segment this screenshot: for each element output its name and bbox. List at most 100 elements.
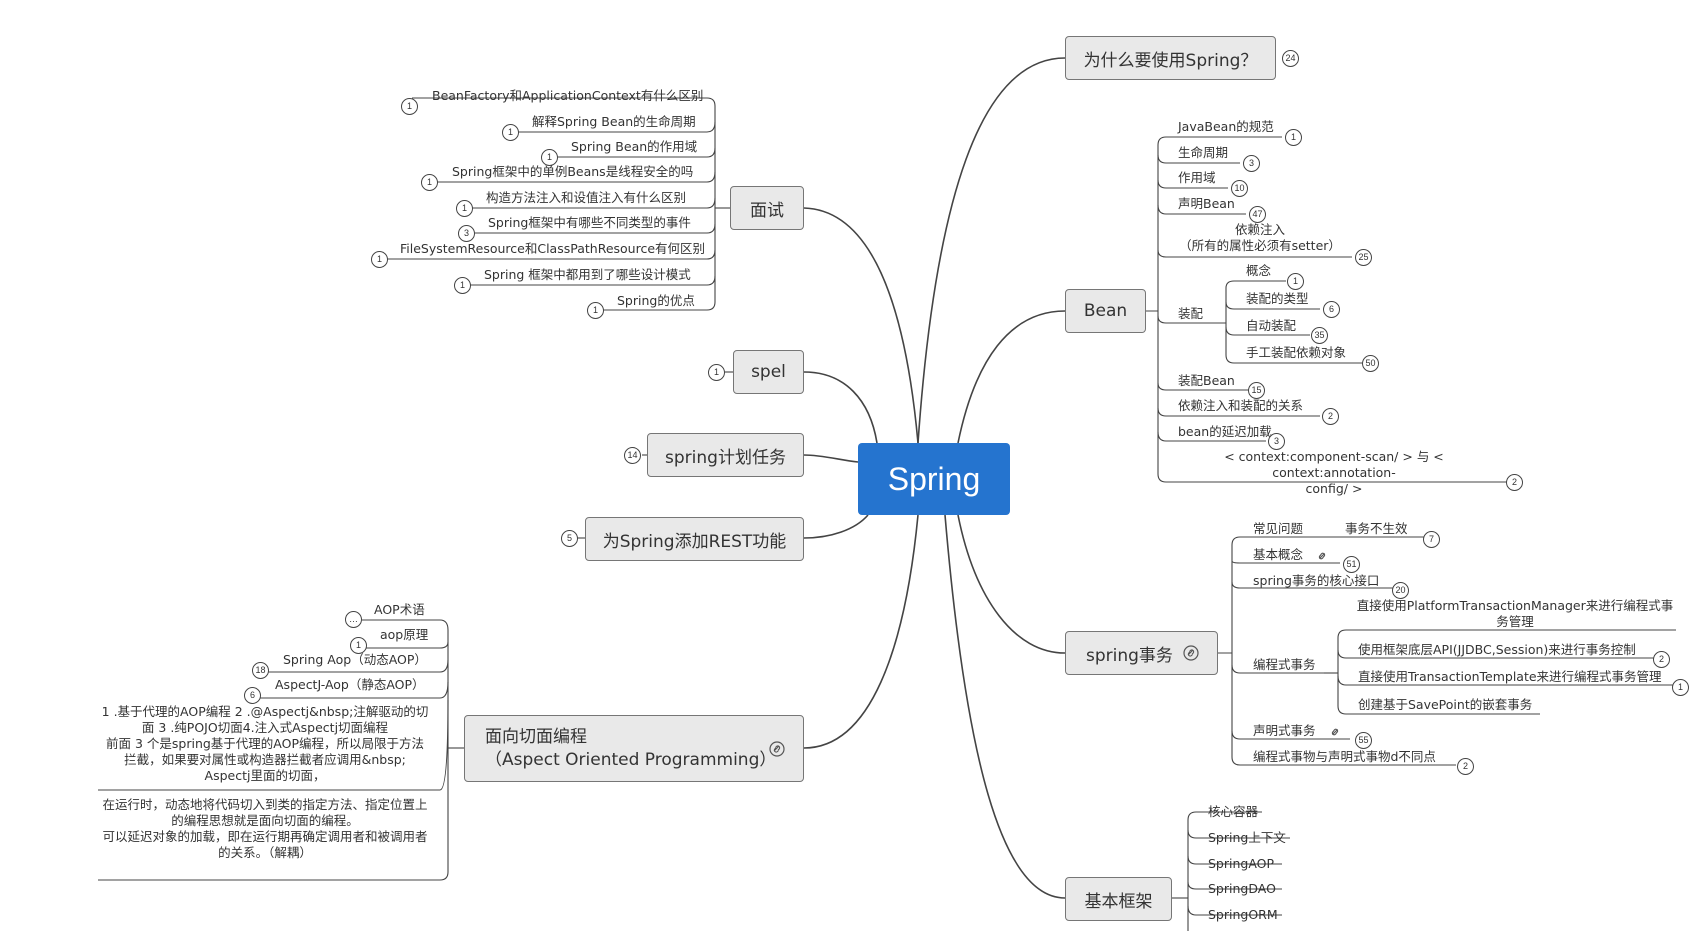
topic-bean[interactable]: Bean <box>1065 289 1146 333</box>
aop-item-principle-count[interactable]: 1 <box>350 637 367 654</box>
interview-item-5-count[interactable]: 1 <box>456 200 473 217</box>
bean-item-lifecycle-count[interactable]: 3 <box>1243 155 1260 172</box>
tx-item-difference[interactable]: 编程式事物与声明式事物d不同点 <box>1253 749 1436 764</box>
aop-item-principle[interactable]: aop原理 <box>380 627 429 642</box>
topic-aop[interactable]: 面向切面编程 （Aspect Oriented Programming） <box>464 715 804 782</box>
aop-item-spring-aop[interactable]: Spring Aop（动态AOP） <box>283 652 427 667</box>
wiring-item-manual[interactable]: 手工装配依赖对象 <box>1246 345 1347 360</box>
topic-why-spring[interactable]: 为什么要使用Spring？ <box>1065 36 1276 80</box>
prog-item-savepoint[interactable]: 创建基于SavePoint的嵌套事务 <box>1358 697 1533 712</box>
topic-framework[interactable]: 基本框架 <box>1065 877 1172 921</box>
prog-item-low-level-api[interactable]: 使用框架底层API(JJDBC,Session)来进行事务控制 <box>1358 642 1636 657</box>
link-icon[interactable] <box>769 741 785 762</box>
topic-rest-count-badge[interactable]: 5 <box>561 530 578 547</box>
interview-item-7-count[interactable]: 1 <box>371 251 388 268</box>
link-icon[interactable] <box>1328 724 1342 743</box>
aop-note-definition[interactable]: 在运行时，动态地将代码切入到类的指定方法、指定位置上的编程思想就是面向切面的编程… <box>102 797 428 860</box>
prog-item-low-level-api-count[interactable]: 2 <box>1653 651 1670 668</box>
interview-item-2-count[interactable]: 1 <box>502 124 519 141</box>
tx-item-difference-count[interactable]: 2 <box>1457 758 1474 775</box>
link-icon[interactable] <box>1315 548 1329 567</box>
framework-item-context[interactable]: Spring上下文 <box>1208 830 1286 845</box>
wiring-item-auto[interactable]: 自动装配 <box>1246 318 1297 333</box>
central-topic-spring[interactable]: Spring <box>858 443 1010 515</box>
wiring-item-concept-count[interactable]: 1 <box>1287 273 1304 290</box>
wiring-item-types[interactable]: 装配的类型 <box>1246 291 1309 306</box>
aop-note-proxy[interactable]: 1 .基于代理的AOP编程 2 .@Aspectj&nbsp;注解驱动的切面 3… <box>101 704 429 783</box>
tx-item-concept-count[interactable]: 51 <box>1343 556 1360 573</box>
bean-item-wiring-bean-count[interactable]: 15 <box>1248 382 1265 399</box>
bean-item-component-scan-count[interactable]: 2 <box>1506 474 1523 491</box>
bean-item-declare[interactable]: 声明Bean <box>1178 196 1235 211</box>
aop-item-terms-count[interactable]: … <box>345 611 362 628</box>
framework-item-aop[interactable]: SpringAOP <box>1208 856 1275 871</box>
aop-item-spring-aop-count[interactable]: 18 <box>252 662 269 679</box>
prog-item-platform[interactable]: 直接使用PlatformTransactionManager来进行编程式事务管理 <box>1356 598 1674 629</box>
bean-item-scope[interactable]: 作用域 <box>1178 170 1216 185</box>
topic-rest[interactable]: 为Spring添加REST功能 <box>585 517 804 561</box>
interview-item-7[interactable]: FileSystemResource和ClassPathResource有何区别 <box>400 241 706 256</box>
bean-item-di-relation-count[interactable]: 2 <box>1322 408 1339 425</box>
framework-item-core-container[interactable]: 核心容器 <box>1208 804 1259 819</box>
link-icon[interactable] <box>1183 645 1199 661</box>
topic-interview[interactable]: 面试 <box>730 186 804 230</box>
interview-item-8-count[interactable]: 1 <box>454 277 471 294</box>
interview-item-1[interactable]: BeanFactory和ApplicationContext有什么区别 <box>432 88 704 103</box>
bean-item-di-relation[interactable]: 依赖注入和装配的关系 <box>1178 398 1304 413</box>
framework-item-dao[interactable]: SpringDAO <box>1208 881 1276 896</box>
interview-item-5[interactable]: 构造方法注入和设值注入有什么区别 <box>486 190 687 205</box>
topic-schedule[interactable]: spring计划任务 <box>647 433 804 477</box>
bean-item-di-count[interactable]: 25 <box>1355 249 1372 266</box>
prog-item-template-count[interactable]: 1 <box>1672 679 1689 696</box>
interview-item-9-count[interactable]: 1 <box>587 302 604 319</box>
bean-item-declare-count[interactable]: 47 <box>1249 206 1266 223</box>
bean-item-scope-count[interactable]: 10 <box>1231 180 1248 197</box>
bean-item-lazy-count[interactable]: 3 <box>1268 433 1285 450</box>
bean-item-wiring-bean[interactable]: 装配Bean <box>1178 373 1235 388</box>
interview-item-3[interactable]: Spring Bean的作用域 <box>571 139 698 154</box>
tx-item-core-interface[interactable]: spring事务的核心接口 <box>1253 573 1380 588</box>
tx-item-declarative[interactable]: 声明式事务 <box>1253 723 1316 738</box>
tx-item-faq-not-effective-count[interactable]: 7 <box>1423 531 1440 548</box>
interview-item-4[interactable]: Spring框架中的单例Beans是线程安全的吗 <box>452 164 694 179</box>
topic-transaction[interactable]: spring事务 <box>1065 631 1218 675</box>
wiring-item-manual-count[interactable]: 50 <box>1362 355 1379 372</box>
bean-item-component-scan[interactable]: < context:component-scan/ > 与 < context:… <box>1172 449 1496 497</box>
aop-item-aspectj[interactable]: AspectJ-Aop（静态AOP） <box>275 677 425 692</box>
topic-spel[interactable]: spel <box>733 350 804 394</box>
bean-item-javabean-count[interactable]: 1 <box>1285 129 1302 146</box>
bean-item-wiring[interactable]: 装配 <box>1178 306 1204 321</box>
wiring-item-concept[interactable]: 概念 <box>1246 263 1272 278</box>
interview-item-4-count[interactable]: 1 <box>421 174 438 191</box>
topic-why-spring-count[interactable]: 24 <box>1282 50 1299 67</box>
tx-item-concept[interactable]: 基本概念 <box>1253 547 1304 562</box>
interview-item-9[interactable]: Spring的优点 <box>617 293 695 308</box>
interview-item-2[interactable]: 解释Spring Bean的生命周期 <box>532 114 696 129</box>
bean-item-lazy[interactable]: bean的延迟加载 <box>1178 424 1272 439</box>
interview-item-6-count[interactable]: 3 <box>458 225 475 242</box>
tx-item-programmatic[interactable]: 编程式事务 <box>1253 657 1316 672</box>
tx-item-faq-not-effective[interactable]: 事务不生效 <box>1345 521 1408 536</box>
topic-schedule-count-badge[interactable]: 14 <box>624 447 641 464</box>
bean-item-lifecycle[interactable]: 生命周期 <box>1178 145 1229 160</box>
bean-item-di-line1: 依赖注入 <box>1234 222 1285 237</box>
link-rest <box>803 514 869 539</box>
interview-item-1-count[interactable]: 1 <box>401 98 418 115</box>
prog-item-template[interactable]: 直接使用TransactionTemplate来进行编程式事务管理 <box>1358 669 1662 684</box>
interview-item-6[interactable]: Spring框架中有哪些不同类型的事件 <box>488 215 691 230</box>
topic-spel-count-badge[interactable]: 1 <box>708 364 725 381</box>
link-schedule <box>803 454 859 463</box>
bean-item-javabean[interactable]: JavaBean的规范 <box>1178 119 1274 134</box>
tx-item-faq[interactable]: 常见问题 <box>1253 521 1304 536</box>
wiring-item-auto-count[interactable]: 35 <box>1311 327 1328 344</box>
interview-item-8[interactable]: Spring 框架中都用到了哪些设计模式 <box>484 267 691 282</box>
wiring-item-types-count[interactable]: 6 <box>1323 301 1340 318</box>
framework-item-orm[interactable]: SpringORM <box>1208 907 1278 922</box>
bean-item-di[interactable]: 依赖注入 （所有的属性必须有setter） <box>1172 222 1348 254</box>
aop-item-terms[interactable]: AOP术语 <box>374 602 425 617</box>
interview-item-3-count[interactable]: 1 <box>541 149 558 166</box>
tx-item-declarative-count[interactable]: 55 <box>1355 732 1372 749</box>
tx-item-core-interface-count[interactable]: 20 <box>1392 582 1409 599</box>
aop-item-aspectj-count[interactable]: 6 <box>244 687 261 704</box>
